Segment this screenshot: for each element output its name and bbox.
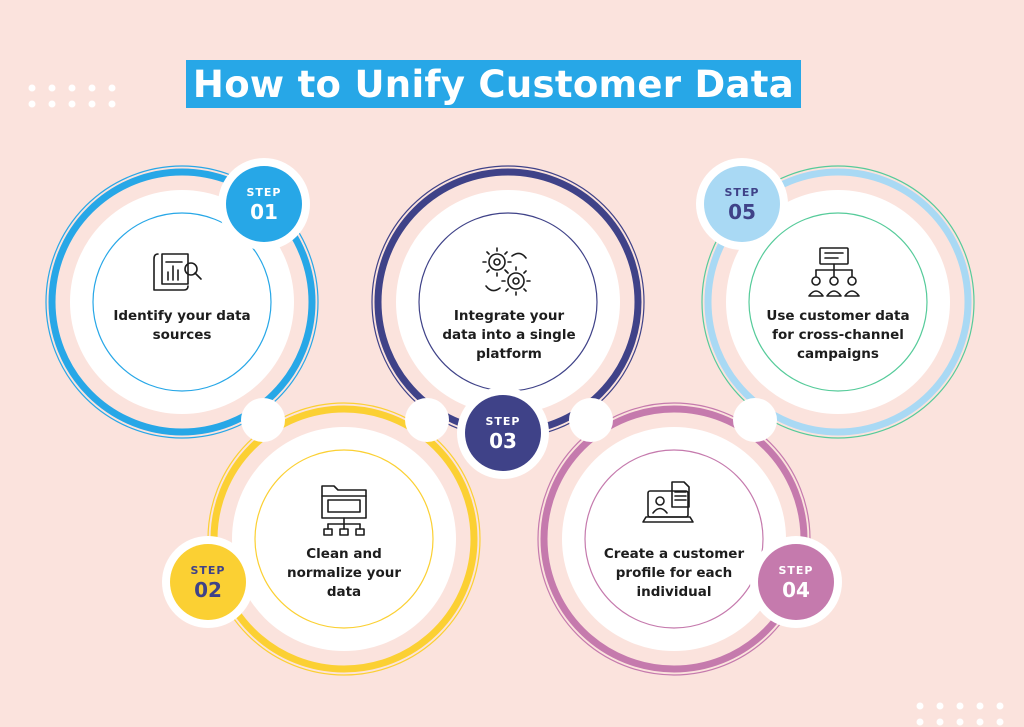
page-title: How to Unify Customer Data (192, 62, 795, 106)
step-01-text: Identify your data sources (113, 308, 251, 343)
ring-step-05 (704, 168, 972, 436)
badge-step-number: 03 (489, 429, 517, 453)
gears-icon (482, 247, 531, 296)
decorative-dots-bottom-right (916, 702, 1004, 726)
step-02-text: Clean and normalize your data (286, 546, 402, 600)
badge-step-word: STEP (485, 415, 521, 428)
badge-step-01 (218, 158, 310, 250)
folder-network-icon (321, 485, 367, 536)
badge-step-number: 02 (194, 578, 222, 602)
ring-step-01 (48, 168, 316, 436)
badge-step-02 (162, 536, 254, 628)
decorative-dots-top-left (28, 84, 116, 108)
badge-label-04: STEP 04 (756, 565, 836, 600)
ring-step-01-thin (45, 165, 319, 439)
badge-step-number: 04 (782, 578, 810, 602)
ring-step-05-thin (701, 165, 975, 439)
badge-label-03: STEP 03 (463, 416, 543, 451)
title-banner: How to Unify Customer Data (186, 60, 801, 108)
badge-step-word: STEP (778, 564, 814, 577)
step-04-text: Create a customer profile for each indiv… (603, 546, 745, 600)
badge-step-word: STEP (190, 564, 226, 577)
step-03-text: Integrate your data into a single platfo… (442, 308, 576, 362)
badge-step-word: STEP (724, 186, 760, 199)
document-search-icon (153, 253, 202, 291)
badge-step-word: STEP (246, 186, 282, 199)
profile-laptop-icon (642, 481, 694, 523)
badge-step-04 (750, 536, 842, 628)
connector-lobes (241, 398, 777, 442)
badge-label-01: STEP 01 (224, 187, 304, 222)
badge-label-02: STEP 02 (168, 565, 248, 600)
white-discs (70, 190, 950, 651)
badge-label-05: STEP 05 (702, 187, 782, 222)
badge-step-03 (457, 387, 549, 479)
inner-circles (92, 212, 928, 629)
badge-step-number: 05 (728, 200, 756, 224)
badge-step-number: 01 (250, 200, 278, 224)
step-05-text: Use customer data for cross-channel camp… (766, 308, 910, 362)
badge-step-05 (696, 158, 788, 250)
people-hierarchy-icon (808, 247, 860, 297)
